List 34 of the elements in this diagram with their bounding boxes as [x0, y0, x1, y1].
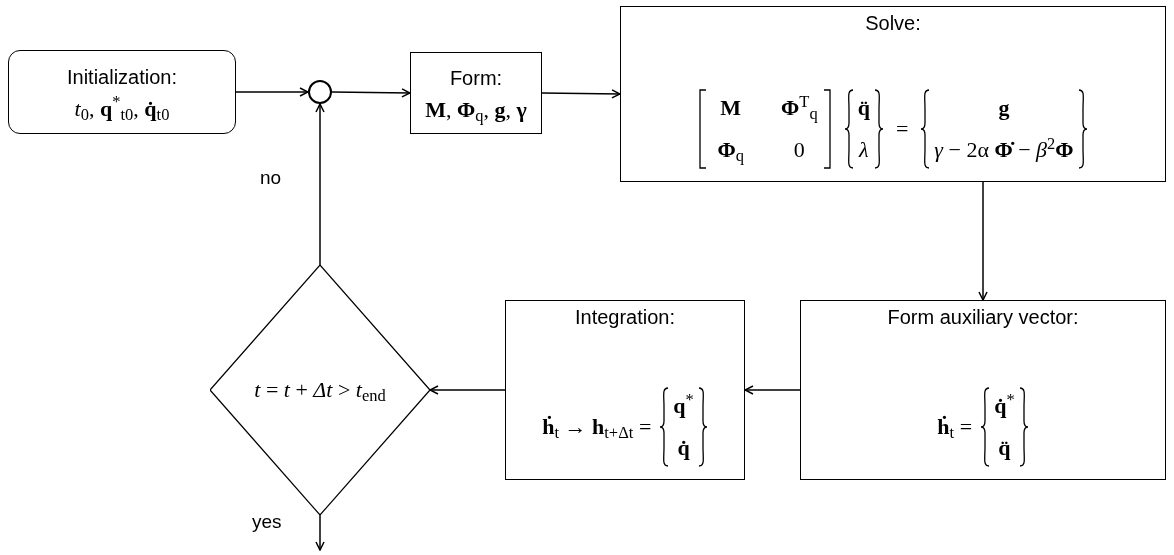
- math-expression: q̇$^{*}$: [994, 395, 1015, 417]
- arrow: [429, 385, 506, 395]
- process-box: [800, 300, 1166, 480]
- process-box: [410, 52, 542, 134]
- math-expression: q̇: [677, 437, 690, 459]
- math-expression: q̈: [857, 97, 870, 119]
- equals-sign: =: [895, 118, 909, 140]
- arrow: [744, 385, 801, 395]
- math-expression: q̈: [998, 437, 1011, 459]
- condition-text: t = t + Δt > t$_{end}$: [254, 379, 386, 401]
- math-expression: λ: [859, 139, 869, 161]
- math-expression: t$_{0}$, q$^{*}$$_{t0}$, q̇$_{t0}$: [74, 97, 170, 120]
- arrow: [541, 89, 621, 99]
- arrow: [315, 103, 325, 266]
- node-title: Form auxiliary vector:: [887, 305, 1079, 330]
- arrow: [315, 514, 325, 551]
- arrow: [331, 88, 411, 98]
- arrow: [235, 87, 309, 97]
- math-expression: ḣ$_{t}$ =: [937, 416, 973, 438]
- process-box: [620, 6, 1166, 182]
- math-expression: q$^{*}$: [673, 395, 694, 417]
- arrow: [978, 181, 988, 301]
- node-title: Solve:: [865, 11, 921, 36]
- math-expression: γ − 2α Φ̇ − β$^{2}$Φ: [934, 139, 1074, 161]
- node-title: Form:: [449, 65, 503, 91]
- decision-diamond: [210, 265, 430, 515]
- math-expression: ḣ$_{t}$ → h$_{t+Δt}$ =: [542, 416, 652, 438]
- process-box: [505, 300, 745, 480]
- matrix-entry: M: [720, 97, 742, 119]
- matrix-entry: 0: [793, 139, 805, 161]
- node-title: Integration:: [574, 305, 676, 330]
- node-title: Initialization:: [66, 64, 178, 90]
- math-expression: g: [998, 97, 1010, 119]
- start-box: [8, 50, 236, 134]
